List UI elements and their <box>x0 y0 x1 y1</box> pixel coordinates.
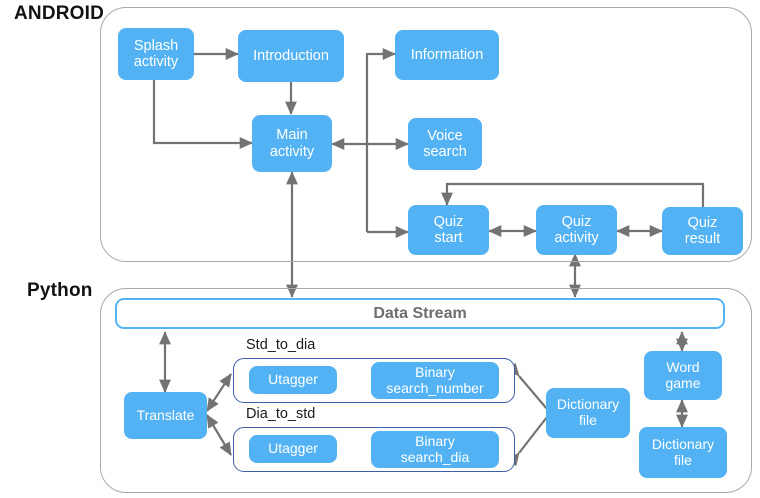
node-label: Binary search_dia <box>400 432 470 465</box>
node-label: Main activity <box>269 127 315 160</box>
node-quiz-activity[interactable]: Quiz activity <box>536 205 617 255</box>
group-caption-std-to-dia: Std_to_dia <box>246 337 316 353</box>
node-quiz-result[interactable]: Quiz result <box>662 207 743 255</box>
node-label: Quiz start <box>433 213 464 246</box>
node-information[interactable]: Information <box>395 30 499 80</box>
node-label: Introduction <box>253 47 329 64</box>
node-label: Splash activity <box>133 37 179 70</box>
node-label: Dictionary file <box>556 396 620 428</box>
node-voice-search[interactable]: Voice search <box>408 118 482 170</box>
node-label: Word game <box>665 358 701 391</box>
node-splash-activity[interactable]: Splash activity <box>118 28 194 80</box>
node-label: Quiz activity <box>554 213 599 246</box>
node-translate[interactable]: Translate <box>124 392 207 439</box>
node-utagger-std[interactable]: Utagger <box>249 366 337 394</box>
node-dictionary-file-main[interactable]: Dictionary file <box>546 388 630 438</box>
node-introduction[interactable]: Introduction <box>238 30 344 82</box>
node-label: Binary search_number <box>386 363 484 396</box>
node-label: Voice search <box>423 127 467 160</box>
node-main-activity[interactable]: Main activity <box>252 115 332 172</box>
node-label: Translate <box>136 406 195 423</box>
node-data-stream[interactable]: Data Stream <box>115 298 725 329</box>
node-label: Utagger <box>268 371 318 388</box>
python-platform-container <box>100 288 752 493</box>
node-dictionary-file-game[interactable]: Dictionary file <box>639 427 727 478</box>
node-word-game[interactable]: Word game <box>644 351 722 400</box>
android-platform-container <box>100 7 752 262</box>
node-label: Utagger <box>268 440 318 457</box>
node-binary-search-number[interactable]: Binary search_number <box>371 362 499 399</box>
node-label: Quiz result <box>684 214 721 247</box>
node-label: Dictionary file <box>651 435 715 468</box>
node-label: Data Stream <box>373 304 467 322</box>
node-quiz-start[interactable]: Quiz start <box>408 205 489 255</box>
section-label-android: ANDROID <box>14 3 105 24</box>
group-caption-dia-to-std: Dia_to_std <box>246 406 316 422</box>
node-utagger-dia[interactable]: Utagger <box>249 435 337 463</box>
section-label-python: Python <box>27 280 93 301</box>
node-label: Information <box>410 46 484 63</box>
node-binary-search-dia[interactable]: Binary search_dia <box>371 431 499 468</box>
